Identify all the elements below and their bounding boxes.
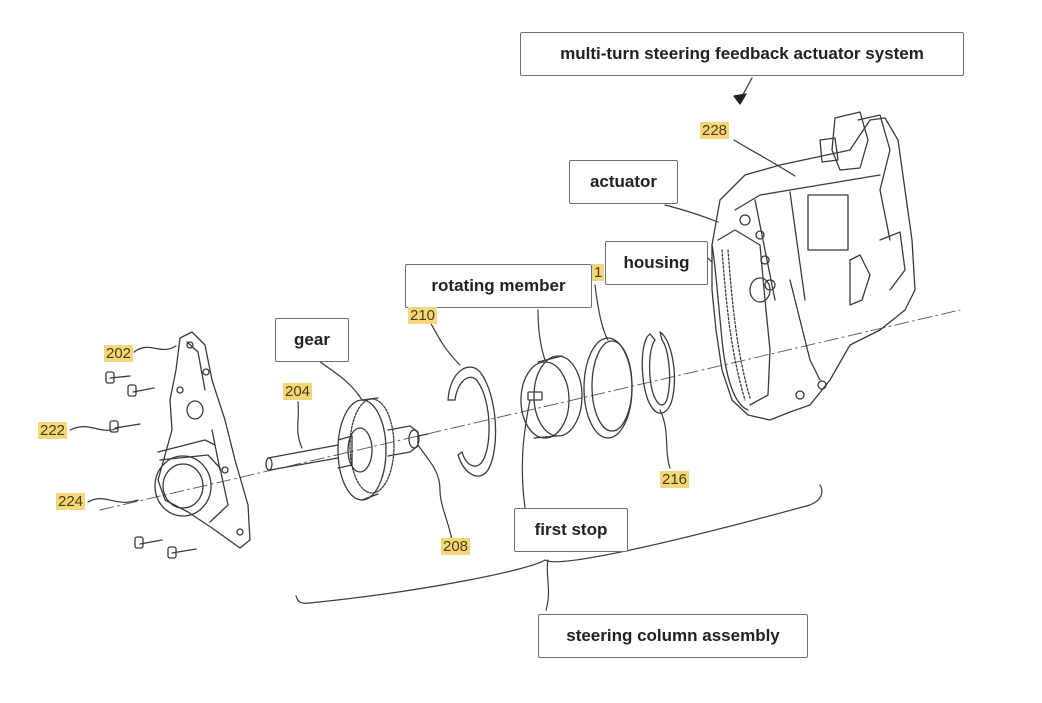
label-gear: gear (275, 318, 349, 362)
ring-214 (583, 337, 633, 439)
assembly-brace (295, 484, 823, 604)
ref-216: 216 (660, 471, 690, 488)
ref-228: 228 (700, 122, 730, 139)
screws-222 (105, 371, 197, 559)
snap-ring-210 (447, 366, 497, 477)
ref-202: 202 (104, 345, 134, 362)
rotating-member-part (520, 355, 583, 439)
leader-lines (69, 139, 796, 611)
ref-224: 224 (56, 493, 86, 510)
label-first-stop: first stop (514, 508, 628, 552)
label-system: multi-turn steering feedback actuator sy… (520, 32, 964, 76)
snap-ring-216 (641, 331, 675, 414)
label-housing: housing (605, 241, 708, 285)
system-arrow (733, 77, 753, 105)
ref-partial: 1 (592, 264, 605, 281)
ref-222: 222 (38, 422, 68, 439)
label-actuator: actuator (569, 160, 678, 204)
bracket-part (154, 331, 251, 549)
shaft-part (265, 435, 353, 471)
actuator-housing-part (711, 111, 916, 421)
ref-210: 210 (408, 307, 438, 324)
label-steering-column-assembly: steering column assembly (538, 614, 808, 658)
ref-208: 208 (441, 538, 471, 555)
label-rotating-member: rotating member (405, 264, 592, 308)
center-axis (99, 309, 961, 511)
ref-204: 204 (283, 383, 313, 400)
